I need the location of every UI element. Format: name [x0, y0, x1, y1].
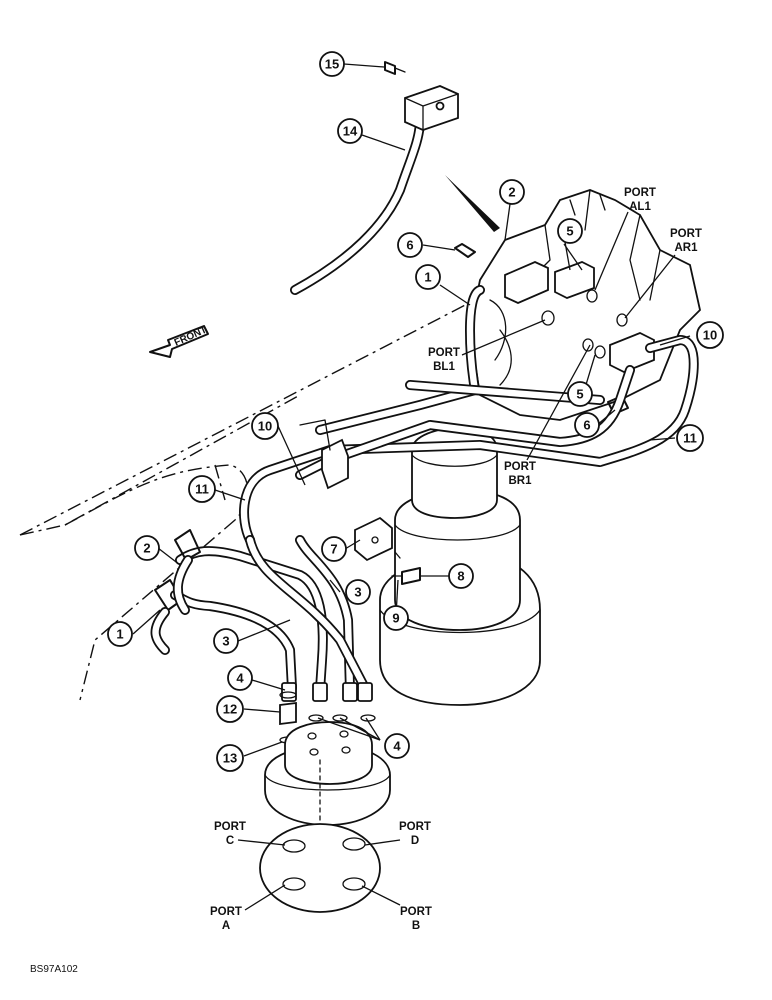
- callout-7: 7: [321, 536, 347, 562]
- callout-15: 15: [319, 51, 345, 77]
- detail-arrow: [445, 175, 500, 232]
- callout-3-right: 3: [345, 579, 371, 605]
- hose-14-assembly: [290, 61, 459, 295]
- svg-text:7: 7: [330, 542, 337, 557]
- svg-text:4: 4: [236, 671, 244, 686]
- svg-text:AR1: AR1: [674, 242, 698, 254]
- callout-8: 8: [448, 563, 474, 589]
- callout-2-top: 2: [499, 179, 525, 205]
- port-a-label: PORT A: [210, 906, 242, 932]
- svg-text:14: 14: [343, 124, 358, 139]
- svg-text:1: 1: [424, 270, 431, 285]
- callout-5-top: 5: [557, 218, 583, 244]
- port-br1-label: PORT BR1: [504, 461, 536, 487]
- svg-text:5: 5: [576, 387, 583, 402]
- swivel-bottom: [264, 721, 391, 831]
- svg-text:PORT: PORT: [400, 906, 432, 918]
- svg-text:8: 8: [457, 569, 464, 584]
- callout-6-mid: 6: [574, 412, 600, 438]
- svg-text:1: 1: [116, 627, 123, 642]
- clamps: [299, 419, 421, 585]
- callout-1-top: 1: [415, 264, 441, 290]
- svg-text:9: 9: [392, 611, 399, 626]
- figure-reference-code: BS97A102: [30, 964, 78, 975]
- svg-text:5: 5: [566, 224, 573, 239]
- control-valve: [454, 189, 701, 421]
- callout-4-right: 4: [384, 733, 410, 759]
- front-arrow: FRONT: [149, 325, 209, 358]
- callout-10-right: 10: [696, 321, 724, 349]
- fittings: [279, 682, 376, 744]
- svg-text:11: 11: [195, 482, 209, 497]
- svg-text:PORT: PORT: [624, 187, 656, 199]
- port-c-label: PORT C: [214, 821, 246, 847]
- callout-11-left: 11: [188, 475, 216, 503]
- svg-text:4: 4: [393, 739, 401, 754]
- callout-5-mid: 5: [567, 381, 593, 407]
- port-d-label: PORT D: [399, 821, 431, 847]
- callout-13: 13: [216, 744, 244, 772]
- svg-text:D: D: [411, 835, 419, 847]
- svg-text:PORT: PORT: [214, 821, 246, 833]
- svg-text:6: 6: [583, 418, 590, 433]
- svg-text:PORT: PORT: [399, 821, 431, 833]
- svg-text:2: 2: [143, 541, 150, 556]
- svg-text:PORT: PORT: [670, 228, 702, 240]
- port-bl1-label: PORT BL1: [428, 347, 460, 373]
- svg-text:BR1: BR1: [508, 475, 532, 487]
- callout-14: 14: [337, 118, 363, 144]
- lower-hoses: [150, 529, 370, 695]
- port-al1-label: PORT AL1: [624, 187, 656, 213]
- svg-text:3: 3: [354, 585, 361, 600]
- svg-text:6: 6: [406, 238, 413, 253]
- svg-text:2: 2: [508, 185, 515, 200]
- callout-12: 12: [216, 695, 244, 723]
- callout-11-right: 11: [676, 424, 704, 452]
- svg-text:10: 10: [258, 419, 272, 434]
- callout-10-left: 10: [251, 412, 279, 440]
- svg-text:10: 10: [703, 328, 717, 343]
- svg-text:PORT: PORT: [210, 906, 242, 918]
- callout-9: 9: [383, 605, 409, 631]
- svg-text:3: 3: [222, 634, 229, 649]
- svg-text:BL1: BL1: [433, 361, 455, 373]
- leader-lines: [132, 63, 691, 911]
- callout-1-left: 1: [107, 621, 133, 647]
- svg-text:B: B: [412, 920, 420, 932]
- svg-text:A: A: [222, 920, 230, 932]
- svg-text:AL1: AL1: [629, 201, 651, 213]
- svg-text:PORT: PORT: [504, 461, 536, 473]
- port-ar1-label: PORT AR1: [670, 228, 702, 254]
- swivel-joint: [379, 427, 541, 706]
- svg-text:C: C: [226, 835, 234, 847]
- svg-text:15: 15: [325, 57, 339, 72]
- front-label: FRONT: [173, 325, 209, 349]
- callout-3-left: 3: [213, 628, 239, 654]
- svg-text:13: 13: [223, 751, 237, 766]
- svg-text:11: 11: [683, 431, 697, 446]
- callout-6-top: 6: [397, 232, 423, 258]
- svg-text:PORT: PORT: [428, 347, 460, 359]
- svg-text:12: 12: [223, 702, 237, 717]
- callout-2-left: 2: [134, 535, 160, 561]
- port-b-label: PORT B: [400, 906, 432, 932]
- callout-4-left: 4: [227, 665, 253, 691]
- port-map: [259, 823, 381, 913]
